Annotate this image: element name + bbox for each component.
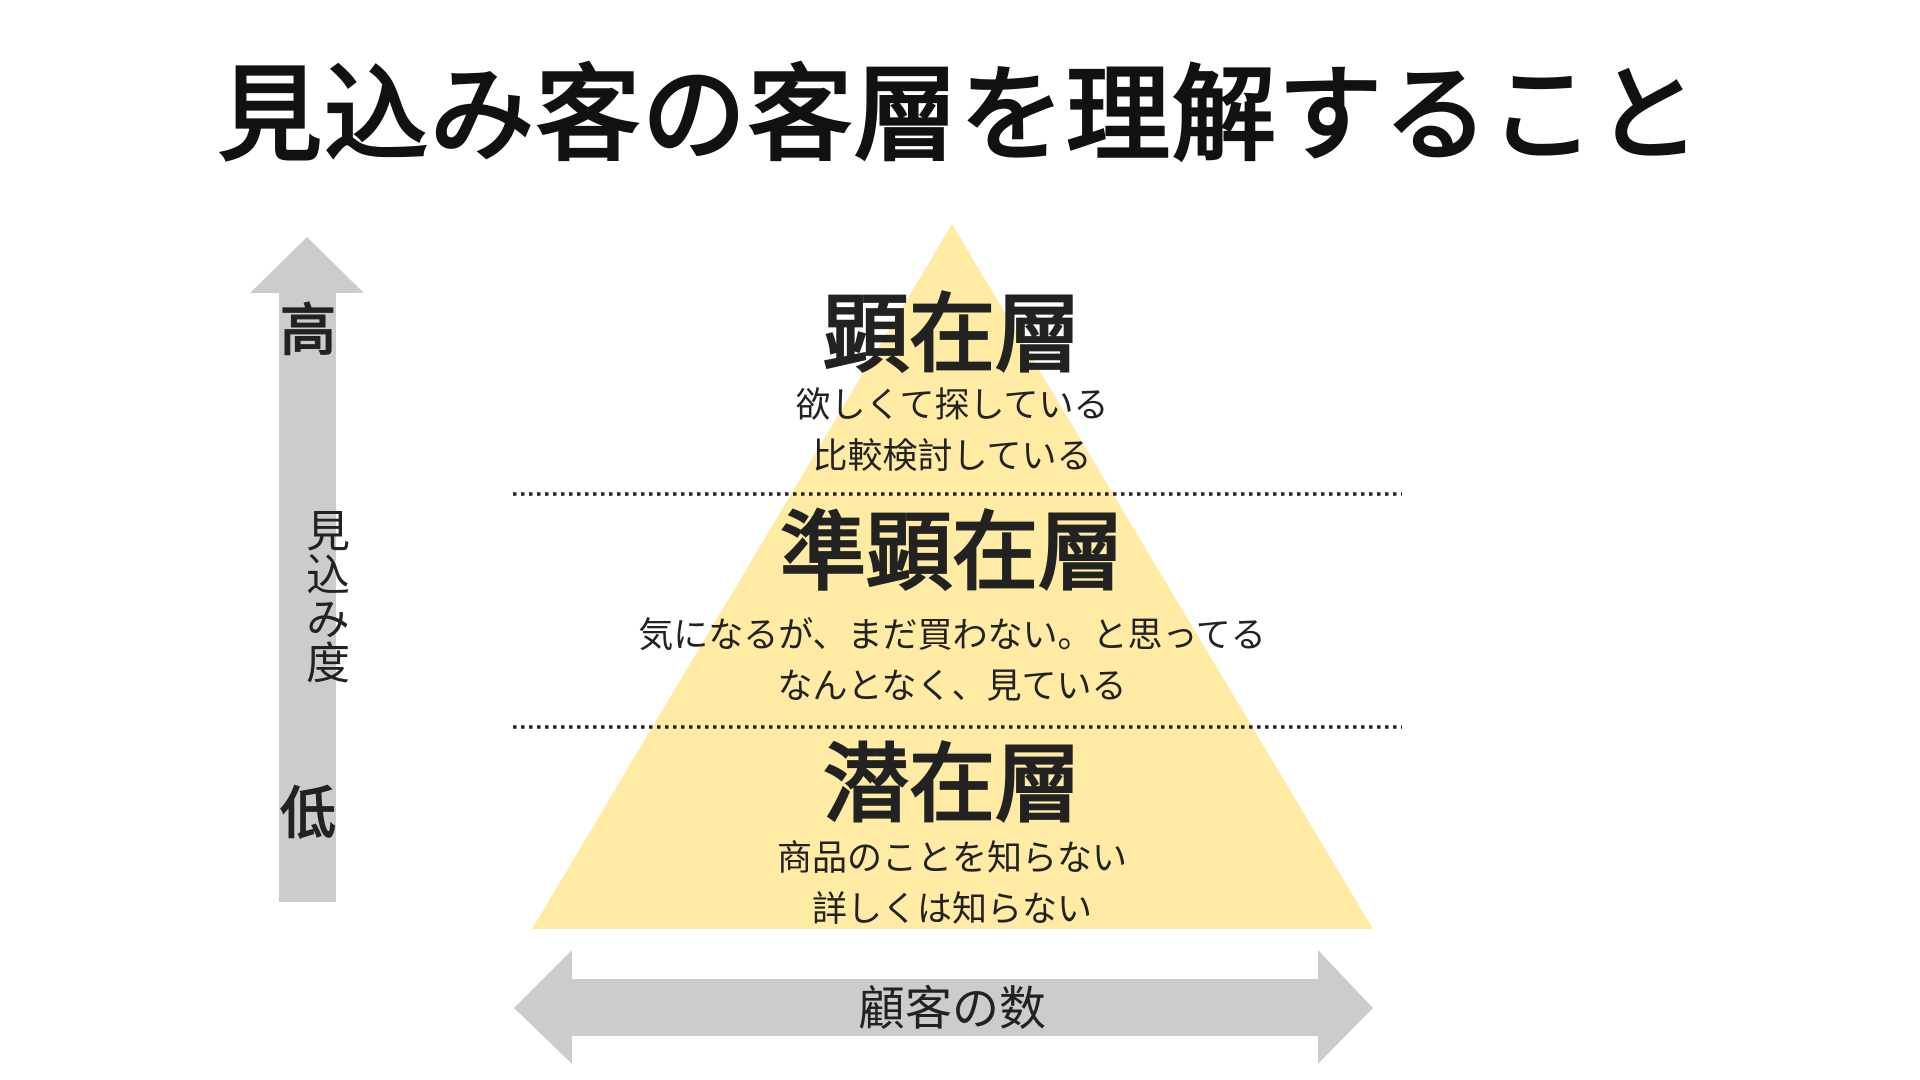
tier-description-line: 比較検討している	[812, 437, 1092, 477]
slide-title: 見込み客の客層を理解すること	[217, 54, 1702, 176]
pyramid-shape	[532, 224, 1373, 929]
tier-description-semi-aware: 気になるが、まだ買わない。と思ってる なんとなく、見ている	[502, 611, 1402, 713]
tier-description-line: 気になるが、まだ買わない。と思ってる	[638, 616, 1266, 656]
axis-low-label: 低	[280, 782, 336, 847]
tier-description-aware: 欲しくて探している 比較検討している	[502, 381, 1402, 483]
tier-description-line: 詳しくは知らない	[811, 890, 1092, 930]
axis-horizontal-label: 顧客の数	[858, 982, 1046, 1037]
vertical-axis-arrow	[250, 237, 364, 902]
axis-vertical-label: 見込み度	[298, 508, 349, 684]
tier-name-semi-aware: 準顕在層	[780, 503, 1124, 603]
horizontal-axis-arrow	[514, 950, 1373, 1064]
tier-description-line: 商品のことを知らない	[776, 839, 1127, 879]
tier-description-line: なんとなく、見ている	[777, 667, 1127, 707]
axis-high-label: 高	[280, 299, 336, 364]
tier-name-latent: 潜在層	[823, 735, 1081, 835]
tier-description-line: 欲しくて探している	[795, 386, 1109, 426]
tier-description-latent: 商品のことを知らない 詳しくは知らない	[502, 834, 1402, 936]
tier-name-aware: 顕在層	[823, 285, 1081, 385]
